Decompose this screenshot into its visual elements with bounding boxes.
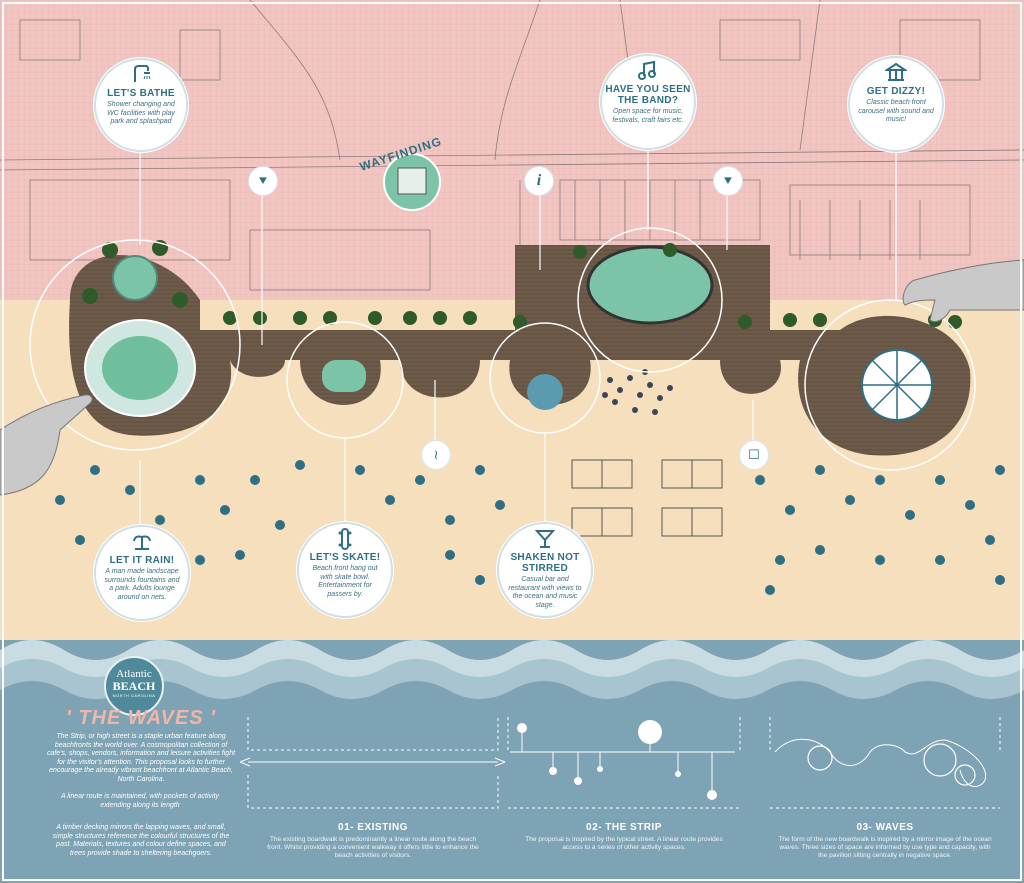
- logo-line-3: NORTH CAROLINA: [112, 693, 156, 698]
- band-stage: [586, 245, 714, 325]
- music-note-icon: [638, 60, 656, 80]
- ice-cream-icon: ⯆: [722, 172, 734, 189]
- logo-line-1: Atlantic: [116, 668, 152, 680]
- section-waves-title: 03- WAVES: [856, 822, 914, 833]
- palm-trees: [82, 240, 962, 329]
- callout-description: Shower changing and WC facilities with p…: [107, 101, 175, 125]
- climbing-marker[interactable]: ≀: [421, 440, 451, 470]
- beach-umbrellas: [55, 460, 1005, 595]
- fountain-icon: [133, 535, 151, 550]
- callout-description: A man made landscape surrounds fountains…: [104, 568, 180, 601]
- crowd: [602, 369, 673, 415]
- bar-pavilion: [527, 374, 563, 410]
- callout-description: Open space for music, festivals, craft f…: [612, 108, 684, 124]
- section-existing-title: 01- EXISTING: [338, 822, 408, 833]
- intro-paragraph-3: A timber decking mirrors the lapping wav…: [52, 824, 230, 857]
- info-icon: i: [536, 172, 542, 189]
- shop-bag-marker[interactable]: ☐: [739, 440, 769, 470]
- callout-title: LET IT RAIN!: [109, 555, 175, 566]
- callout-title: HAVE YOU SEEN THE BAND?: [605, 84, 691, 106]
- callout-lets-skate[interactable]: LET'S SKATE! Beach front hang out with s…: [297, 522, 393, 618]
- shower-icon: [134, 65, 151, 82]
- ice-cream-icon: ⯆: [257, 172, 269, 189]
- section-strip-body: The proposal is inspired by the typical …: [525, 836, 723, 851]
- callout-title: SHAKEN NOT STIRRED: [510, 552, 580, 574]
- climbing-rope-icon: ≀: [433, 447, 439, 462]
- section-waves-body: The form of the new boardwalk is inspire…: [778, 836, 992, 859]
- callout-description: Beach front hang out with skate bowl. En…: [312, 565, 378, 598]
- skateboard-icon: [338, 528, 352, 550]
- section-strip-title: 02- THE STRIP: [586, 822, 662, 833]
- bathe-pavilion: [112, 255, 158, 301]
- callout-title: GET DIZZY!: [866, 86, 926, 97]
- ice-cream-marker[interactable]: ⯆: [248, 166, 278, 196]
- callout-let-it-rain[interactable]: LET IT RAIN! A man made landscape surrou…: [94, 525, 190, 621]
- callout-title: LET'S SKATE!: [309, 552, 381, 563]
- callout-get-dizzy[interactable]: GET DIZZY! Classic beach front carousel …: [848, 56, 944, 152]
- street-linework: [0, 0, 1024, 330]
- volleyball-courts: [571, 459, 723, 537]
- callout-shaken-not-stirred[interactable]: SHAKEN NOT STIRRED Casual bar and restau…: [497, 522, 593, 618]
- carousel-icon: [885, 62, 907, 81]
- leader-lines: [139, 146, 897, 525]
- callout-title: LET'S BATHE: [107, 88, 175, 99]
- boardwalk-deck: [69, 245, 971, 456]
- callout-have-you-seen-the-band[interactable]: HAVE YOU SEEN THE BAND? Open space for m…: [600, 54, 696, 150]
- the-waves-title: ' THE WAVES ': [66, 707, 216, 729]
- intro-paragraph-1: The Strip, or high street is a staple ur…: [46, 733, 236, 783]
- skate-bowl: [322, 360, 366, 392]
- left-hand: [0, 394, 93, 496]
- section-existing-body: The existing boardwalk is predominantly …: [267, 836, 479, 859]
- shopping-bag-icon: ☐: [748, 447, 760, 462]
- cocktail-icon: [534, 530, 556, 548]
- callout-lets-bathe[interactable]: LET'S BATHE Shower changing and WC facil…: [94, 58, 188, 152]
- logo-line-2: BEACH: [112, 679, 156, 693]
- atlantic-beach-logo: Atlantic BEACH NORTH CAROLINA: [104, 656, 164, 716]
- callout-description: Casual bar and restaurant with views to …: [508, 576, 582, 609]
- intro-paragraph-2: A linear route is maintained, with pocke…: [60, 793, 220, 809]
- callout-description: Classic beach front carousel with sound …: [858, 99, 934, 123]
- right-hand: [902, 259, 1024, 323]
- ice-cream-marker-2[interactable]: ⯆: [713, 166, 743, 196]
- info-marker[interactable]: i: [524, 166, 554, 196]
